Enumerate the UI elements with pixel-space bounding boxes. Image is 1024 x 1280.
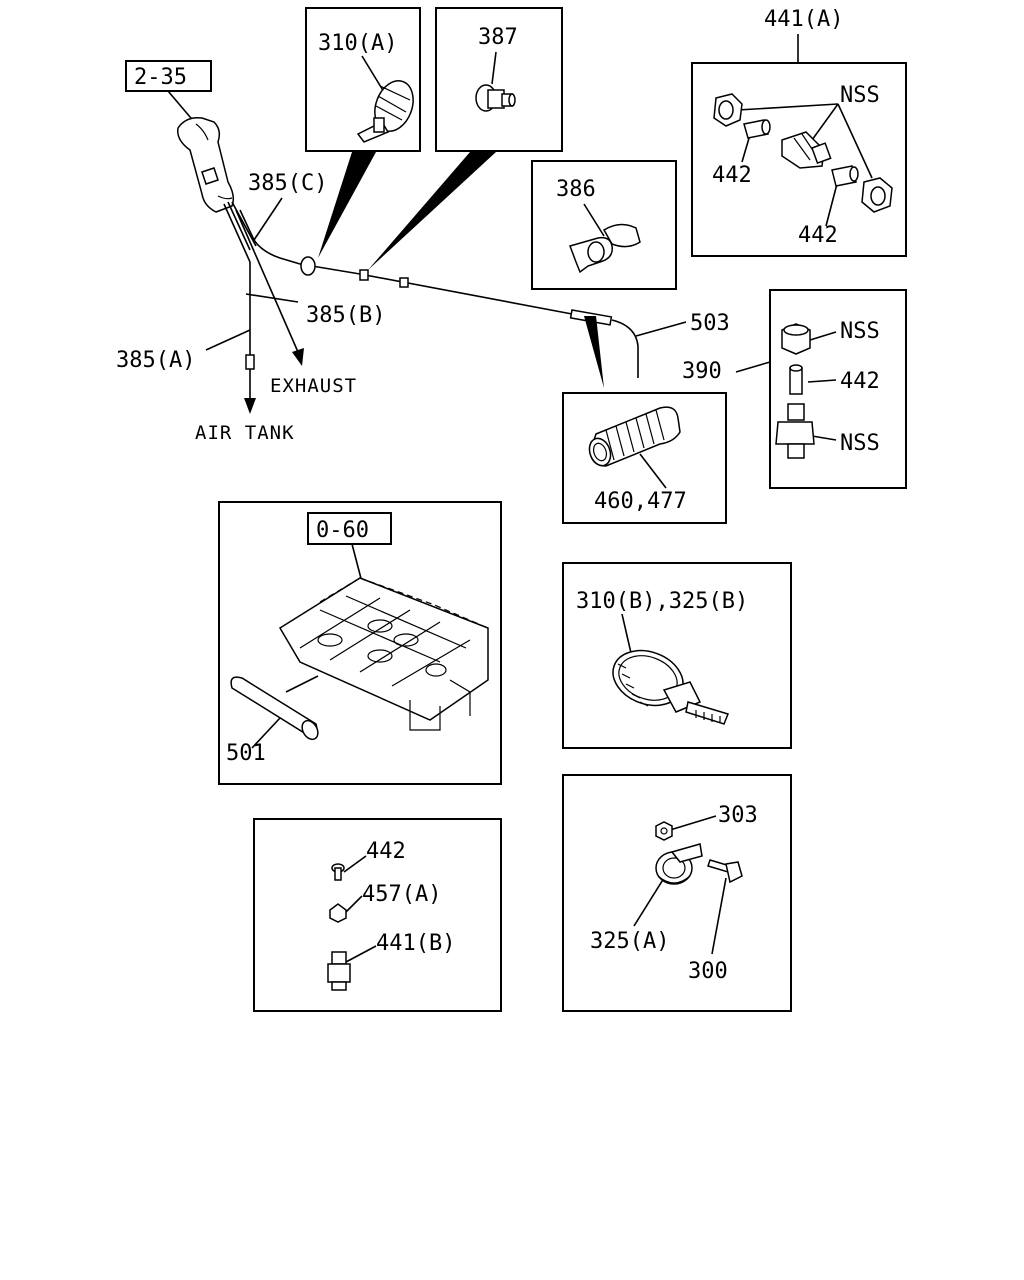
label-442-b: 442: [798, 223, 838, 248]
box-310b-325b: 310(B),325(B): [562, 562, 792, 749]
box-0-60: 0-60 501: [218, 501, 502, 785]
box-386: 386: [531, 160, 677, 290]
ref-2-35-label: 2-35: [134, 65, 187, 90]
hose-clamp-icon: [612, 649, 730, 725]
label-nss-390-b: NSS: [840, 431, 880, 456]
nut-icon-2: [861, 177, 893, 213]
label-390: 390: [682, 359, 722, 384]
bolt-icon-300: [707, 859, 743, 884]
union-fitting-icon: [781, 131, 832, 169]
label-exhaust: EXHAUST: [270, 375, 357, 397]
box-303-325a-300: 303 325(A) 300: [562, 774, 792, 1012]
label-310b-325b: 310(B),325(B): [576, 589, 748, 614]
sleeve-icon: [743, 119, 771, 139]
label-385c: 385(C): [248, 171, 327, 196]
frame-crossmember-icon: [278, 577, 489, 731]
sleeve-icon-442: [331, 863, 345, 881]
label-441a: 441(A): [764, 7, 843, 32]
label-nss-390-a: NSS: [840, 319, 880, 344]
box-442-457a-441b: 442 457(A) 441(B): [253, 818, 502, 1012]
label-303: 303: [718, 803, 758, 828]
nut-icon: [713, 93, 743, 127]
p-clamp-icon: [655, 843, 703, 885]
nut-icon-390: [781, 323, 811, 355]
valve-body: [177, 116, 235, 213]
ref-0-60-label: 0-60: [316, 518, 369, 543]
box-460-477: 460,477: [562, 392, 727, 524]
label-385a: 385(A): [116, 348, 195, 373]
label-300: 300: [688, 959, 728, 984]
grommet-icon: [475, 84, 516, 112]
box-387: 387: [435, 7, 563, 152]
connector-icon-441b: [327, 951, 351, 991]
ref-box-0-60: [307, 512, 392, 545]
cable-tie-icon: [356, 80, 414, 143]
label-air-tank: AIR TANK: [195, 422, 295, 444]
box-390: 390 NSS 442 NSS: [682, 289, 907, 489]
boot-icon: [588, 406, 681, 467]
label-441b: 441(B): [376, 931, 455, 956]
sleeve-icon-390: [789, 364, 803, 395]
nut-icon-303: [655, 821, 673, 841]
box-310a: 310(A): [305, 7, 421, 152]
connector-icon-390: [775, 403, 815, 459]
label-386: 386: [556, 177, 596, 202]
sleeve-icon-2: [831, 165, 859, 187]
label-460-477: 460,477: [594, 489, 687, 514]
label-501: 501: [226, 741, 266, 766]
main-hose-assembly: 2-35 385(: [116, 60, 730, 444]
washer-icon-457a: [329, 903, 347, 923]
label-442-a: 442: [712, 163, 752, 188]
label-385b: 385(B): [306, 303, 385, 328]
box-441a: 441(A) NSS 442 442: [691, 7, 907, 257]
label-310a: 310(A): [318, 31, 397, 56]
label-503: 503: [690, 311, 730, 336]
label-387: 387: [478, 25, 518, 50]
hose-501-icon: [230, 676, 319, 741]
label-325a: 325(A): [590, 929, 669, 954]
hose-clip-icon: [569, 223, 641, 274]
label-nss-441a: NSS: [840, 83, 880, 108]
label-457a: 457(A): [362, 882, 441, 907]
label-442-c: 442: [366, 839, 406, 864]
label-442-390: 442: [840, 369, 880, 394]
